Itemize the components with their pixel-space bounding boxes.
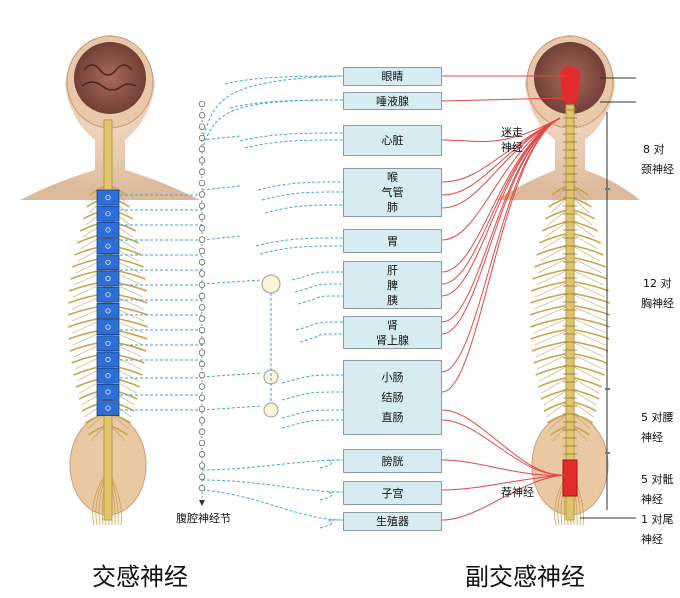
superior-mesenteric-ganglion-icon: [263, 369, 279, 385]
organ-salivary-gland: 唾液腺: [343, 92, 442, 110]
inferior-mesenteric-ganglion-icon: [263, 402, 279, 418]
label-lumbar: 5 对腰神经: [641, 411, 674, 444]
left-brain-icon: [74, 42, 146, 114]
organ-genitals: 生殖器: [343, 512, 442, 531]
organ-liver-spleen-pancreas: 肝脾胰: [343, 261, 442, 309]
title-parasympathetic: 副交感神经: [465, 563, 585, 591]
organ-bladder: 膀胱: [343, 449, 442, 473]
sympathetic-segments: [96, 189, 120, 417]
organ-uterus: 子宫: [343, 481, 442, 505]
label-sacral-nerve: 荐神经: [501, 486, 534, 499]
label-sacral: 5 对骶神经: [641, 473, 674, 506]
parasympathetic-segments: [563, 109, 577, 455]
spinal-bracket: [580, 77, 636, 519]
organ-heart: 心脏: [343, 125, 442, 156]
ganglia-chain: [198, 100, 206, 506]
organ-kidney-adrenal: 肾肾上腺: [343, 316, 442, 349]
title-sympathetic: 交感神经: [92, 563, 188, 591]
sympathetic-pathways: [120, 75, 344, 529]
label-vagus-nerve: 迷走神经: [501, 126, 523, 154]
celiac-ganglion-icon: [261, 274, 281, 294]
organ-stomach: 胃: [343, 229, 442, 253]
organ-eye: 眼睛: [343, 67, 442, 86]
label-cervical: 8 对颈神经: [641, 143, 674, 176]
label-thoracic: 12 对胸神经: [641, 277, 674, 310]
organ-larynx-trachea-lung: 喉气管肺: [343, 168, 442, 217]
organ-intestines: 小肠结肠直肠: [343, 360, 442, 435]
left-figure: [20, 35, 200, 526]
sacral-segment-icon: [562, 459, 578, 497]
label-celiac-ganglia: 腹腔神经节: [176, 512, 231, 525]
label-coccygeal: 1 对尾神经: [641, 513, 674, 546]
parasympathetic-pathways: [441, 75, 566, 521]
right-figure: [495, 35, 640, 526]
